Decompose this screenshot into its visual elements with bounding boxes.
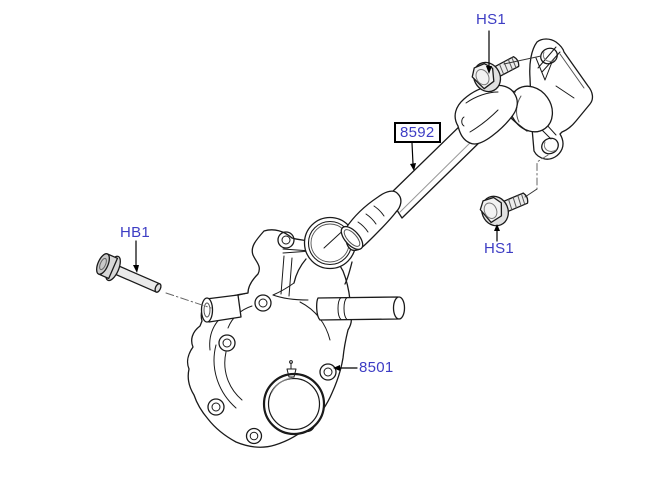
assembly-centerlines [165,55,549,309]
tube-hose-end [340,190,402,252]
bolt-hs1-bottom-drawing [479,192,529,227]
pump-bolt-bosses [207,231,337,445]
pump-inlet-bore [262,372,326,436]
flange-bolt-hole-top [540,47,558,65]
bolt-hb1-drawing [96,253,162,293]
label-hs1-top[interactable]: HS1 [476,11,507,28]
label-8501[interactable]: 8501 [359,359,394,376]
flange-bolt-hole-bottom [541,137,559,155]
label-8592-selected[interactable]: 8592 [394,122,441,143]
tube-flange [529,38,594,160]
label-leaders [133,30,500,371]
label-hs1-bottom[interactable]: HS1 [484,240,515,257]
pump-stub-pipe [316,296,406,321]
label-hb1[interactable]: HB1 [120,224,151,241]
weep-hole-symbol [286,360,297,378]
bolt-hs1-top-drawing [471,56,520,93]
water-pump-drawing [186,216,406,448]
tube-elbow [454,84,518,145]
tube-drawing [340,38,594,252]
